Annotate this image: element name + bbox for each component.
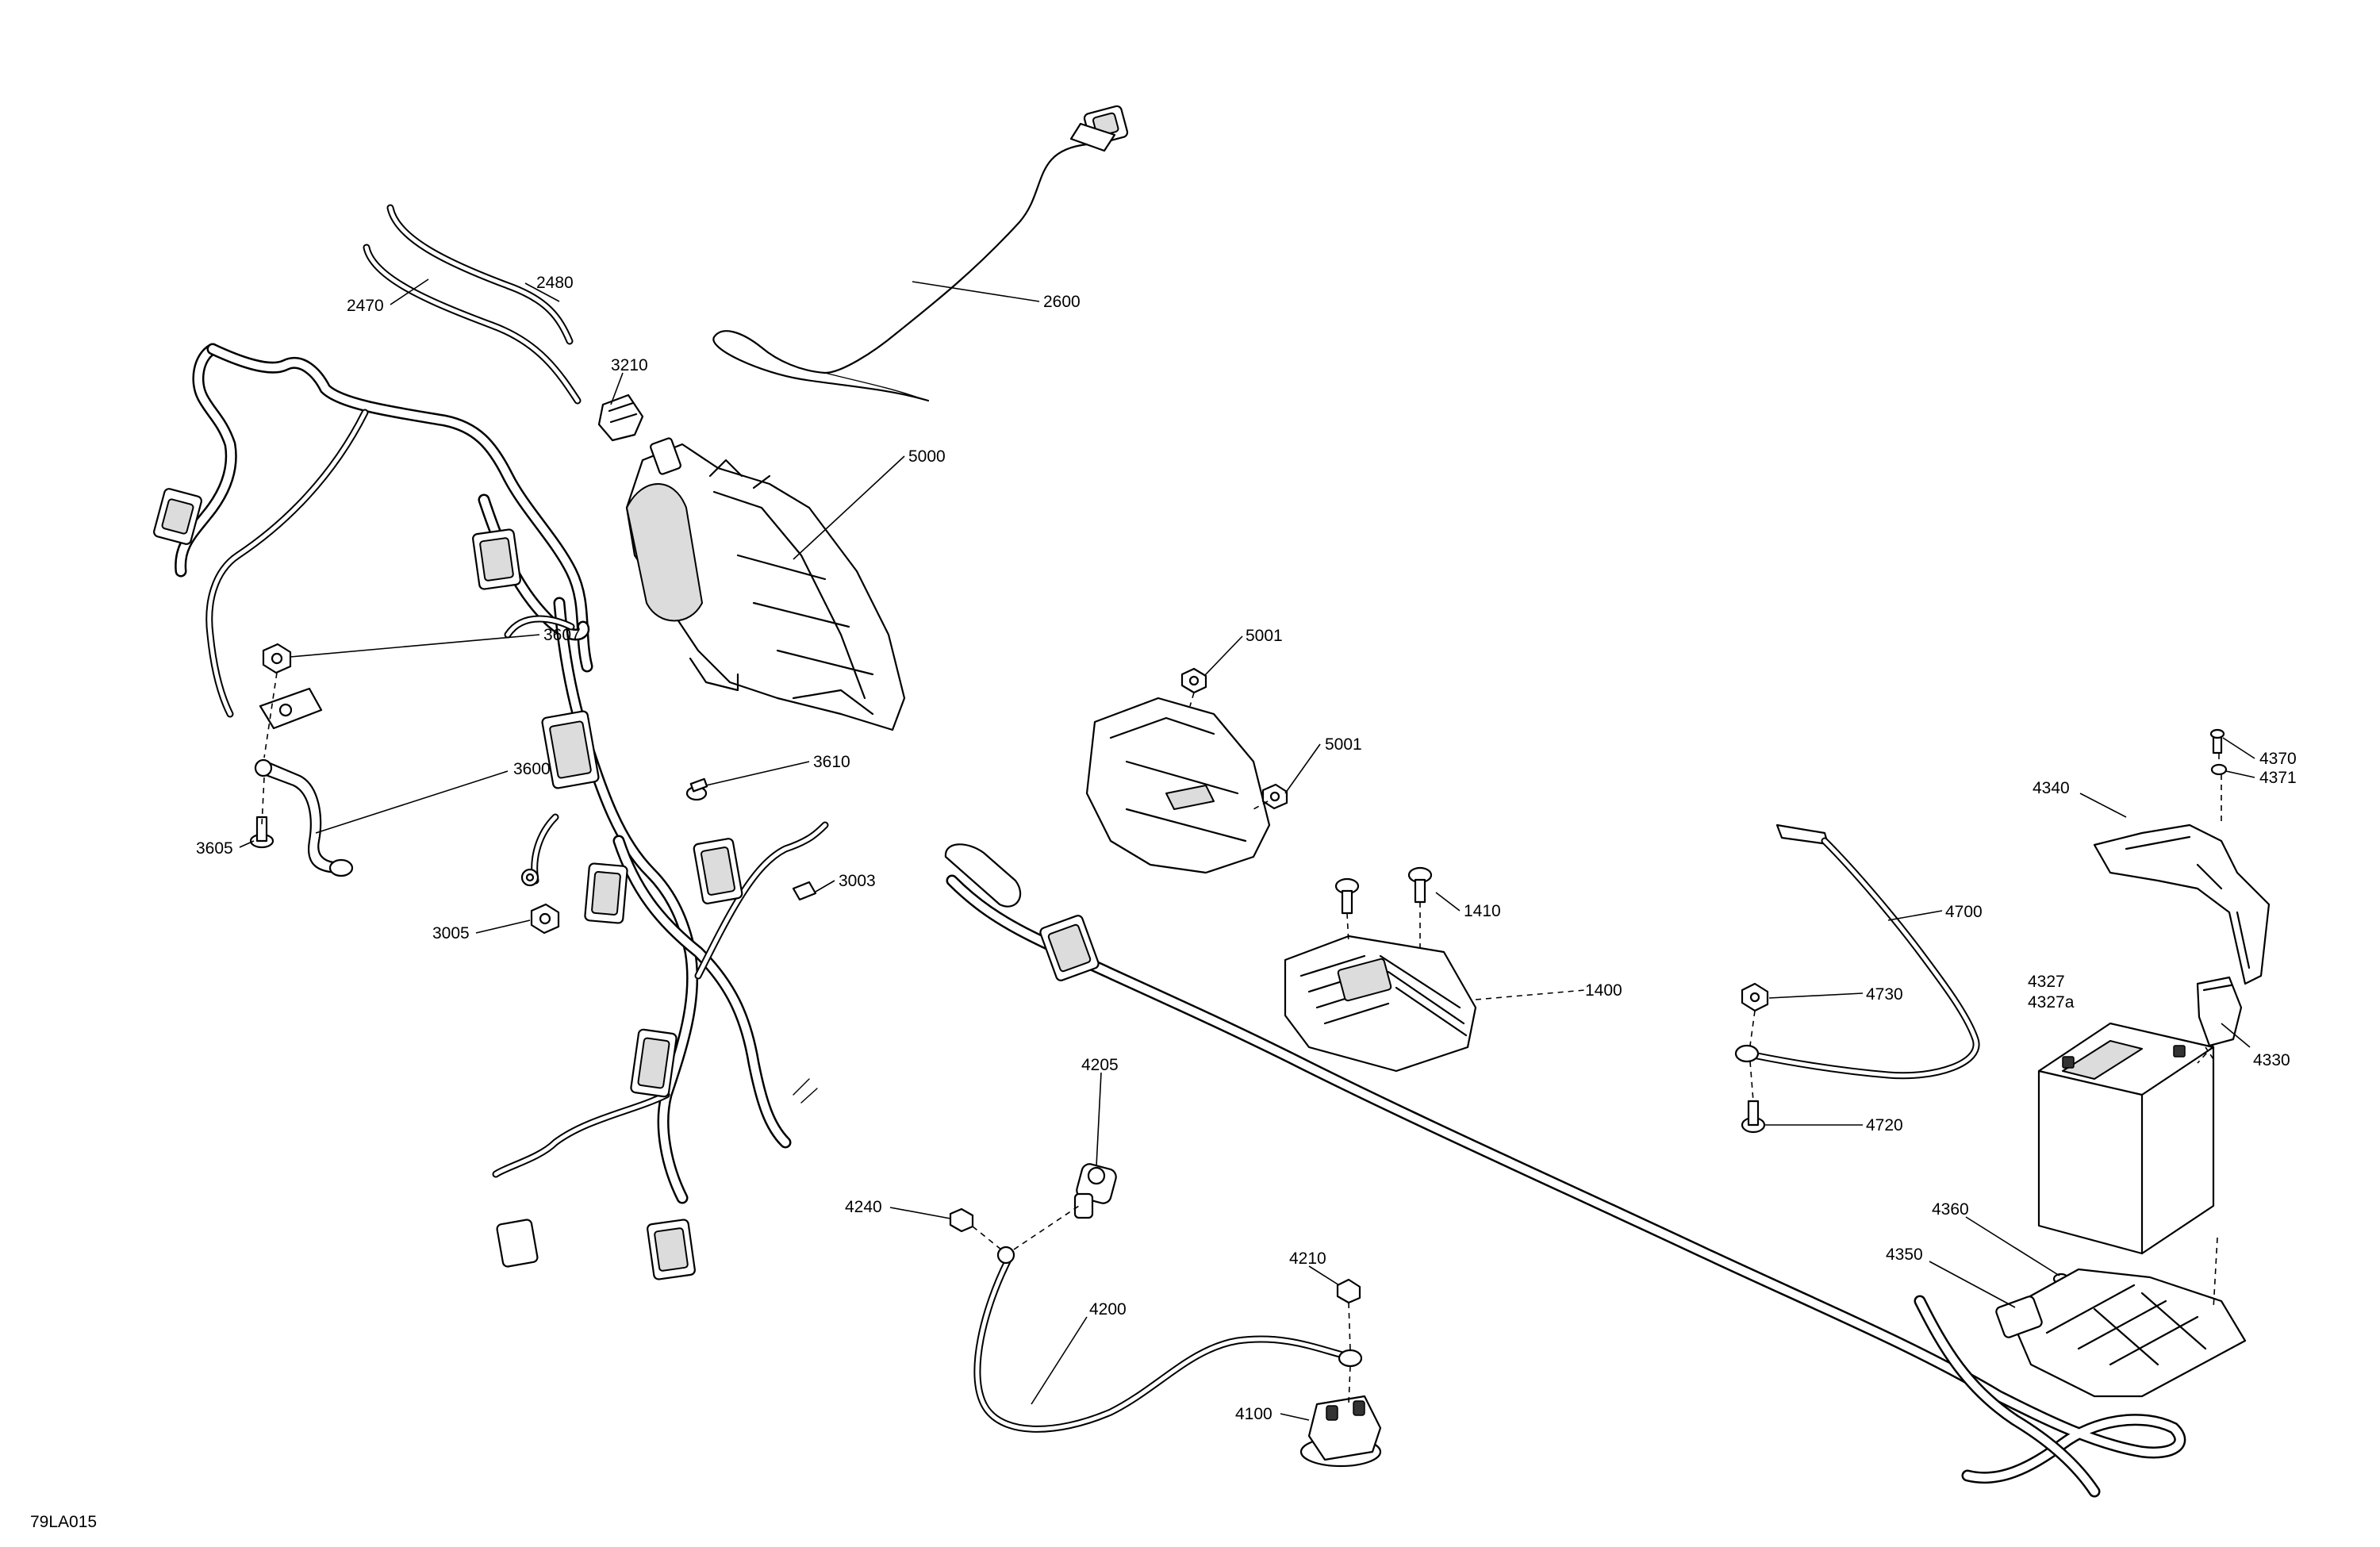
callout-1410: 1410 xyxy=(1464,902,1501,920)
callout-3600: 3600 xyxy=(513,760,551,778)
part-4371-washer xyxy=(2210,763,2228,776)
part-4350-battery-tray xyxy=(1995,1268,2247,1398)
callout-3607: 3607 xyxy=(543,626,581,644)
callout-4330: 4330 xyxy=(2253,1051,2290,1069)
callout-4100: 4100 xyxy=(1235,1405,1273,1423)
part-3610-bolt xyxy=(685,777,708,801)
part-main-wiring-harness xyxy=(153,343,829,1280)
part-3210-connector xyxy=(597,393,644,442)
part-4205-terminal xyxy=(1073,1163,1117,1219)
part-4700-battery-cable xyxy=(1734,823,1980,1080)
callout-4700: 4700 xyxy=(1945,903,1983,921)
callout-1400: 1400 xyxy=(1585,981,1622,1000)
part-2470-tube xyxy=(363,244,582,405)
callout-4350: 4350 xyxy=(1886,1246,1923,1264)
callout-2600: 2600 xyxy=(1043,293,1081,311)
part-4730-nut xyxy=(1741,982,1769,1012)
callout-4370: 4370 xyxy=(2259,750,2297,768)
callout-5000: 5000 xyxy=(908,447,946,466)
callout-4730: 4730 xyxy=(1866,985,1903,1004)
part-3607-nut xyxy=(262,643,292,674)
callout-4360: 4360 xyxy=(1932,1200,1969,1219)
callout-3610: 3610 xyxy=(813,753,850,771)
callout-3605: 3605 xyxy=(196,839,233,858)
part-3605-bolt xyxy=(249,816,274,849)
callout-3005: 3005 xyxy=(432,924,470,942)
part-2600-sensor-cable xyxy=(712,105,1129,402)
part-3003-clip xyxy=(792,881,817,901)
part-4370-screw xyxy=(2209,728,2225,754)
part-4210-nut xyxy=(1336,1278,1361,1304)
callout-4240: 4240 xyxy=(845,1198,882,1216)
callout-5001-a: 5001 xyxy=(1246,627,1283,645)
part-5001-nut-b xyxy=(1261,783,1288,810)
callout-2480: 2480 xyxy=(536,274,574,292)
part-ecu-module xyxy=(1085,697,1271,874)
part-4200-cable xyxy=(973,1246,1363,1433)
callout-4205: 4205 xyxy=(1081,1056,1119,1074)
callout-2470: 2470 xyxy=(347,297,384,315)
part-4340-bracket xyxy=(2093,823,2271,985)
part-4327-battery xyxy=(2037,1022,2215,1255)
part-5000-ecm xyxy=(625,437,906,731)
part-4100-starter-solenoid xyxy=(1299,1395,1382,1468)
part-3600-ground-strap xyxy=(254,687,354,877)
part-1410-bolt-a xyxy=(1334,877,1360,915)
part-3005-nut xyxy=(530,903,560,935)
callout-4371: 4371 xyxy=(2259,769,2297,787)
callout-4340: 4340 xyxy=(2033,779,2070,797)
drawing-code: 79LA015 xyxy=(30,1513,97,1531)
callout-4210: 4210 xyxy=(1289,1250,1326,1268)
callout-4720: 4720 xyxy=(1866,1116,1903,1134)
assembly-dashed-lines xyxy=(261,672,2222,1405)
callout-3003: 3003 xyxy=(839,872,876,890)
callout-4327: 4327 xyxy=(2028,973,2065,991)
part-chassis-harness xyxy=(944,843,2186,1498)
callout-5001-b: 5001 xyxy=(1325,735,1362,754)
part-2480-tube xyxy=(386,204,574,345)
part-4720-bolt xyxy=(1741,1100,1766,1134)
leader-lines xyxy=(239,278,2255,1421)
part-4240-nut xyxy=(949,1207,974,1233)
part-1400-voltage-regulator xyxy=(1284,935,1477,1073)
callout-3210: 3210 xyxy=(611,356,648,374)
part-4330-terminal-cover xyxy=(2196,976,2243,1047)
callout-4327a: 4327a xyxy=(2028,993,2075,1012)
part-5001-nut-a xyxy=(1180,667,1207,694)
callout-4200: 4200 xyxy=(1089,1300,1127,1319)
part-1410-bolt-b xyxy=(1407,866,1433,904)
callout-labels: 2480 2470 2600 3210 5000 3607 3600 3610 … xyxy=(196,274,2297,1423)
